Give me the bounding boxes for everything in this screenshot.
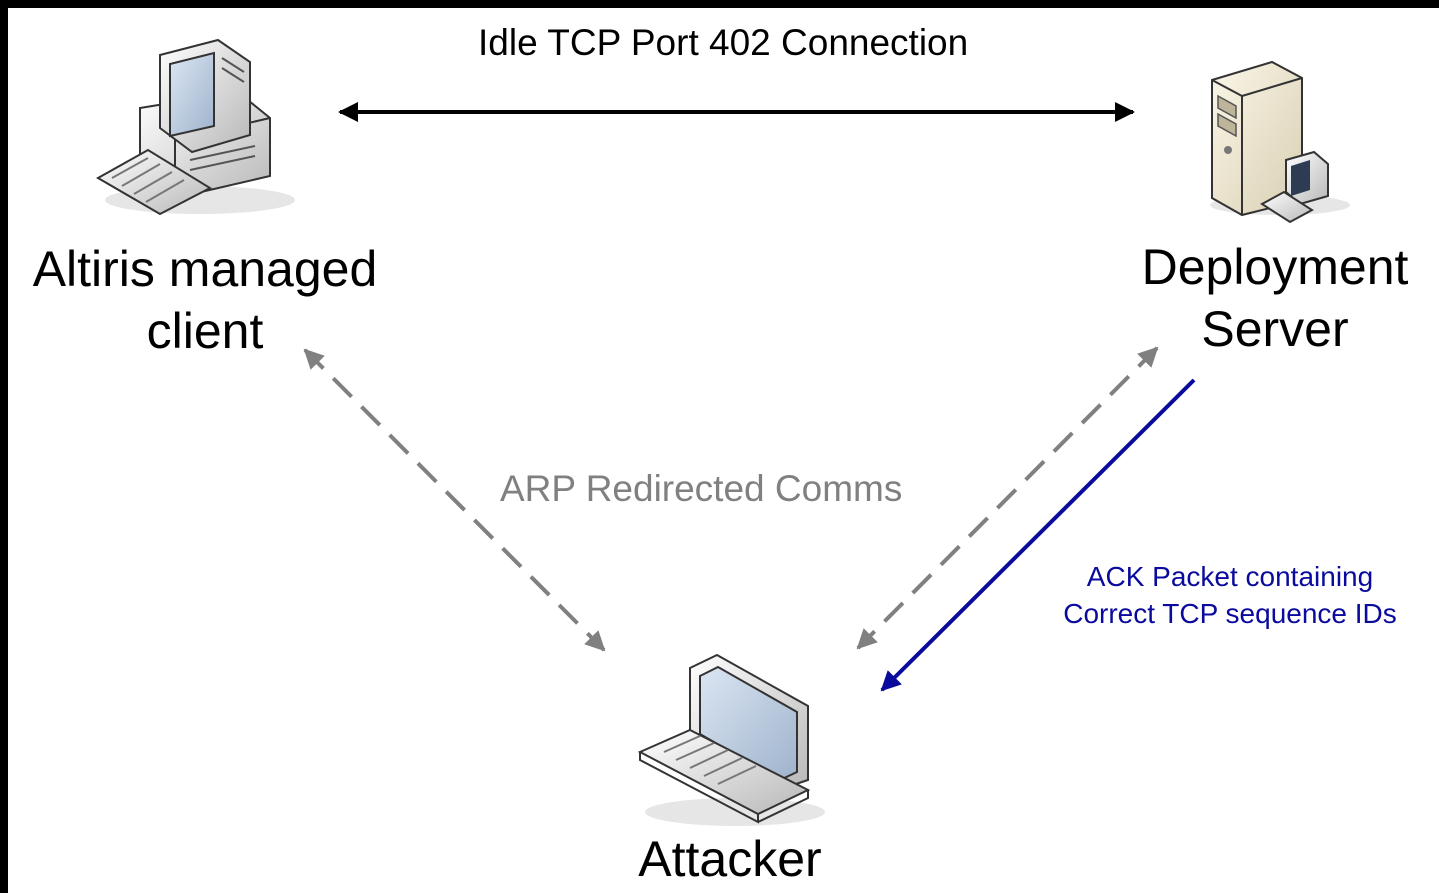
idle-connection-label: Idle TCP Port 402 Connection xyxy=(478,22,969,63)
arp-server-attacker-arrow xyxy=(856,346,1159,650)
arp-redirected-label: ARP Redirected Comms xyxy=(500,468,903,509)
client-node-label: Altiris managed client xyxy=(10,238,400,362)
server-tower-icon xyxy=(1210,60,1350,224)
server-label-line2: Server xyxy=(1201,301,1349,357)
client-label-line2: client xyxy=(146,303,264,359)
server-label-line1: Deployment xyxy=(1141,239,1409,295)
desktop-computer-icon xyxy=(95,38,295,216)
arp-client-attacker-arrow xyxy=(303,348,606,652)
laptop-icon xyxy=(637,653,825,826)
ack-packet-arrow xyxy=(880,378,1196,692)
server-node-label: Deployment Server xyxy=(1120,236,1430,360)
ack-label-line2: Correct TCP sequence IDs xyxy=(1063,598,1397,629)
ack-label-line1: ACK Packet containing xyxy=(1086,561,1374,592)
attacker-node-label: Attacker xyxy=(638,831,822,887)
client-label-line1: Altiris managed xyxy=(32,241,378,297)
ack-packet-label: ACK Packet containing Correct TCP sequen… xyxy=(1030,558,1430,632)
